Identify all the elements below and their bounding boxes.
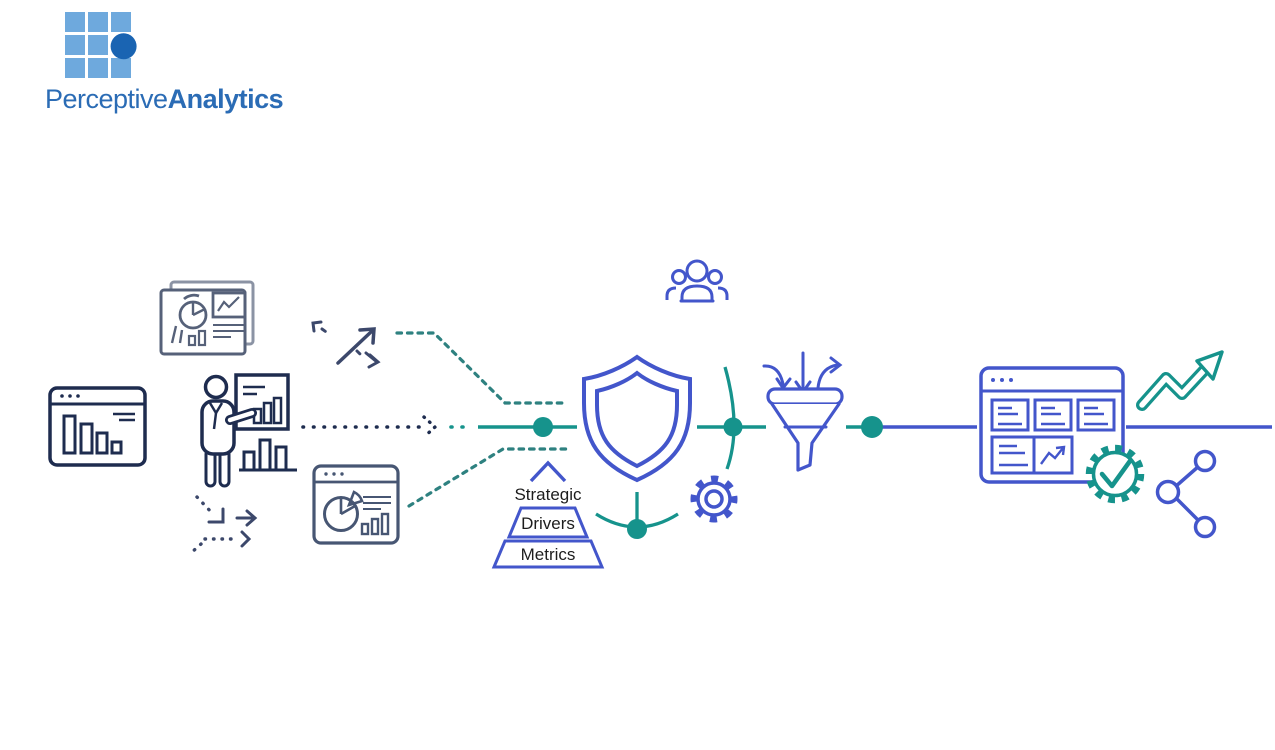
pyramid-label-metrics: Metrics [521, 545, 576, 564]
pyramid-label-drivers: Drivers [521, 514, 575, 533]
logo-word-perceptive: Perceptive [45, 84, 168, 114]
dotted-arrowhead-icon [422, 415, 438, 439]
redirect-arrows-icon [189, 495, 258, 555]
flow-node [723, 417, 743, 437]
pyramid-icon: Strategic Drivers Metrics [491, 460, 605, 569]
funnel-arrow-in-icon [762, 364, 792, 391]
logo-dot-icon [110, 33, 137, 60]
pyramid-apex [529, 460, 567, 483]
verified-badge-icon [1085, 444, 1145, 504]
pyramid-tier-drivers [506, 506, 590, 539]
gear-icon [690, 475, 738, 523]
funnel-arrow-out-icon [816, 356, 843, 390]
flow-node [861, 416, 883, 438]
checkmark-icon [1099, 458, 1133, 489]
pie-chart-window-icon [312, 464, 400, 545]
logo-wordmark: PerceptiveAnalytics [45, 86, 345, 113]
team-icon [665, 259, 729, 303]
logo: PerceptiveAnalytics [45, 12, 345, 113]
share-icon [1155, 449, 1217, 539]
bar-chart-window-icon [48, 386, 147, 467]
dashed-path-bottom [407, 447, 568, 508]
expand-arrow-icon [311, 320, 381, 369]
pyramid-tier-metrics [491, 539, 605, 569]
funnel-icon [762, 351, 844, 472]
logo-word-analytics: Analytics [167, 84, 284, 114]
dashed-path-top [395, 331, 568, 405]
dashboard-icon [979, 366, 1125, 484]
logo-grid-icon [65, 12, 137, 78]
pyramid-label-strategic: Strategic [514, 485, 582, 504]
flow-node [533, 417, 553, 437]
presenter-icon [200, 373, 297, 488]
shield-icon [582, 354, 692, 483]
flow-node [627, 519, 647, 539]
growth-arrow-icon [1136, 350, 1224, 411]
reports-stack-icon [159, 280, 255, 356]
flow-line [301, 331, 1272, 539]
funnel-arrow-down-icon [794, 351, 812, 395]
